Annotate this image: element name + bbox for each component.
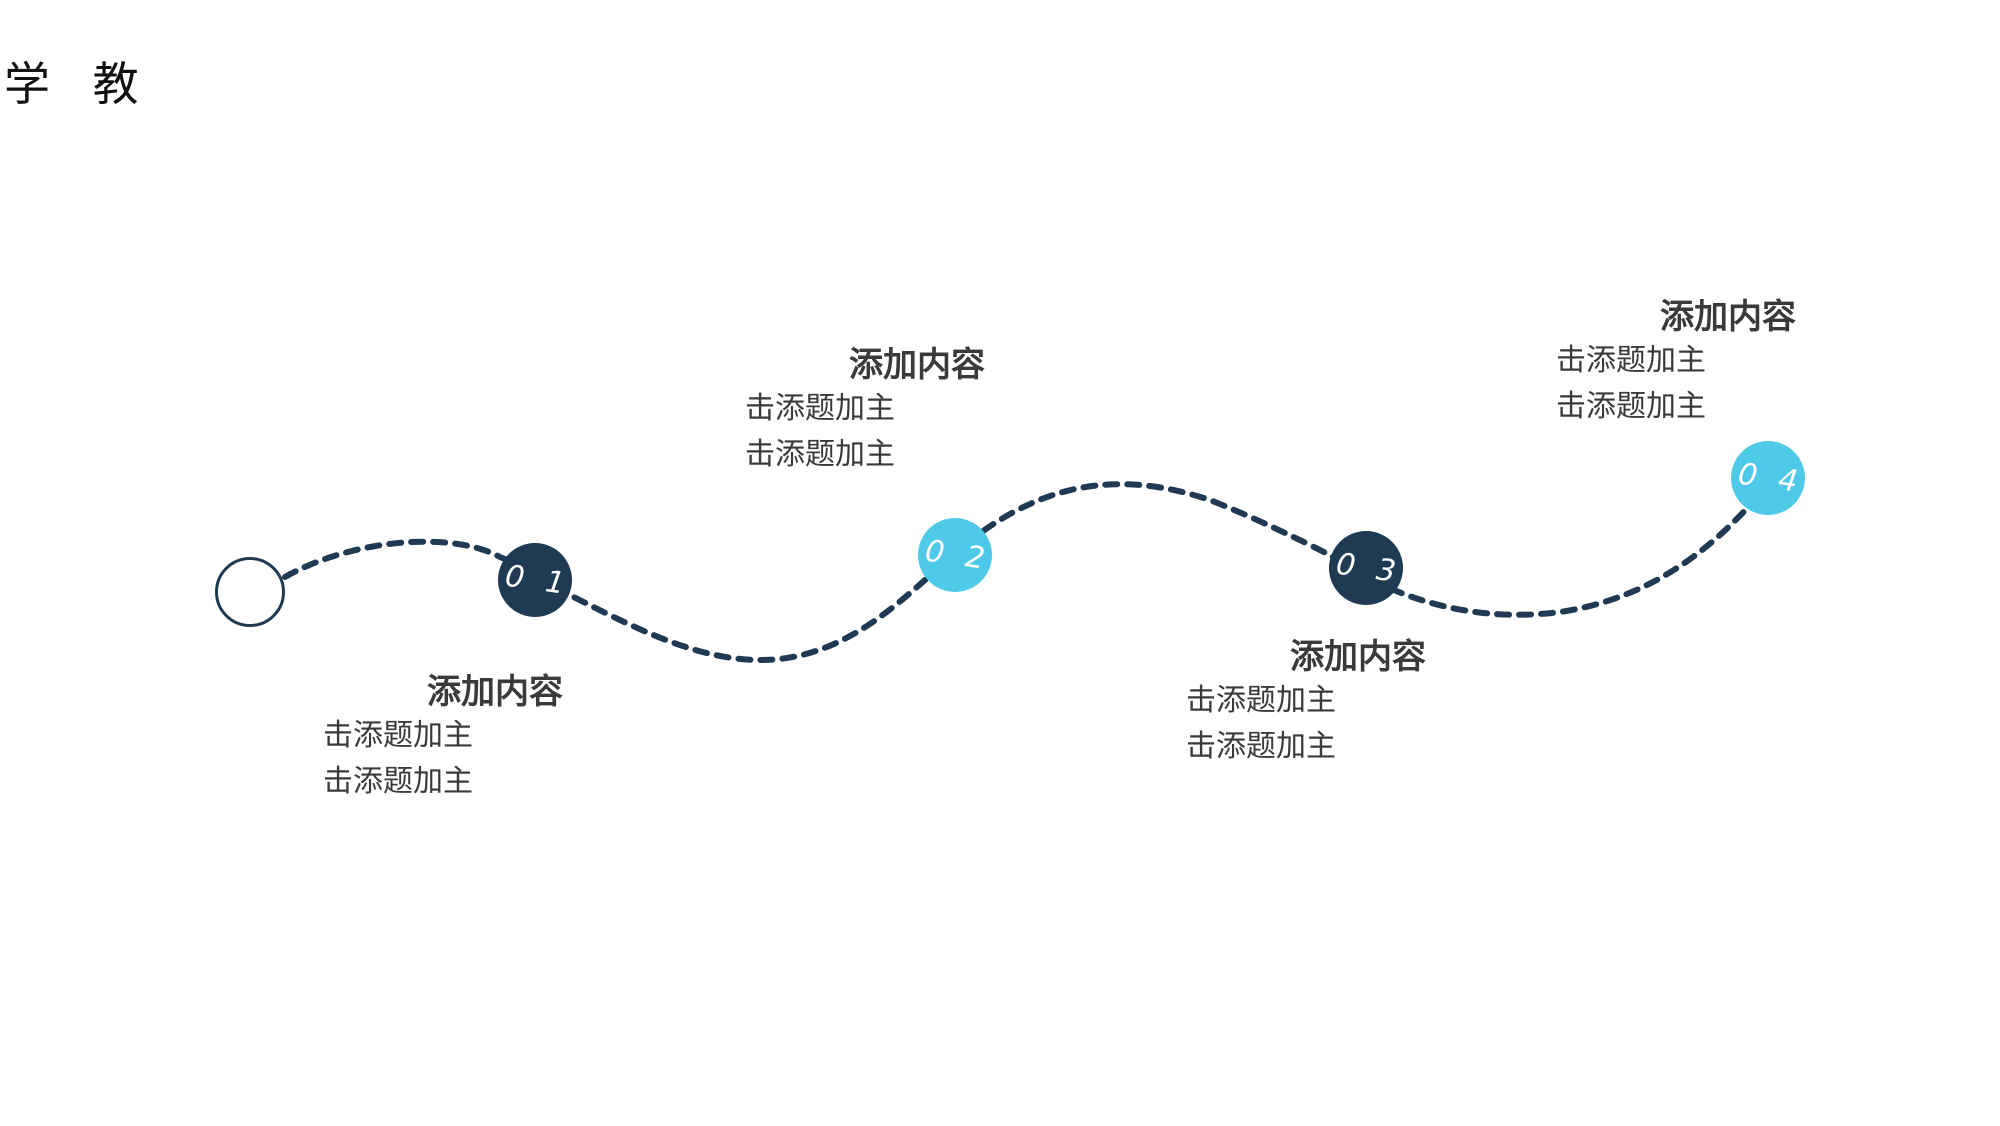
step-3-heading: 添加内容: [1290, 637, 1426, 677]
step-4-number: 0 4: [1736, 456, 1806, 500]
step-4-line-1: 击添题加主: [1556, 343, 1706, 378]
step-3-line-2: 击添题加主: [1186, 729, 1336, 764]
step-1-heading: 添加内容: [427, 672, 563, 712]
step-4-node: 0 4: [1731, 441, 1806, 515]
step-2-line-2: 击添题加主: [745, 437, 895, 472]
step-2-number: 0 2: [923, 533, 993, 577]
step-4-line-2: 击添题加主: [1556, 389, 1706, 424]
step-1-number: 0 1: [503, 558, 573, 602]
step-1-line-1: 击添题加主: [323, 718, 473, 753]
step-3-number: 0 3: [1334, 546, 1404, 590]
step-3-line-1: 击添题加主: [1186, 683, 1336, 718]
step-1-node: 0 1: [498, 543, 573, 617]
timeline-start-circle: [215, 557, 285, 627]
slide-title: 学 教: [4, 57, 153, 111]
step-4-heading: 添加内容: [1660, 297, 1796, 337]
step-2-line-1: 击添题加主: [745, 391, 895, 426]
step-2-node: 0 2: [918, 518, 993, 592]
step-1-line-2: 击添题加主: [323, 764, 473, 799]
step-3-node: 0 3: [1329, 531, 1404, 605]
step-2-heading: 添加内容: [849, 345, 985, 385]
